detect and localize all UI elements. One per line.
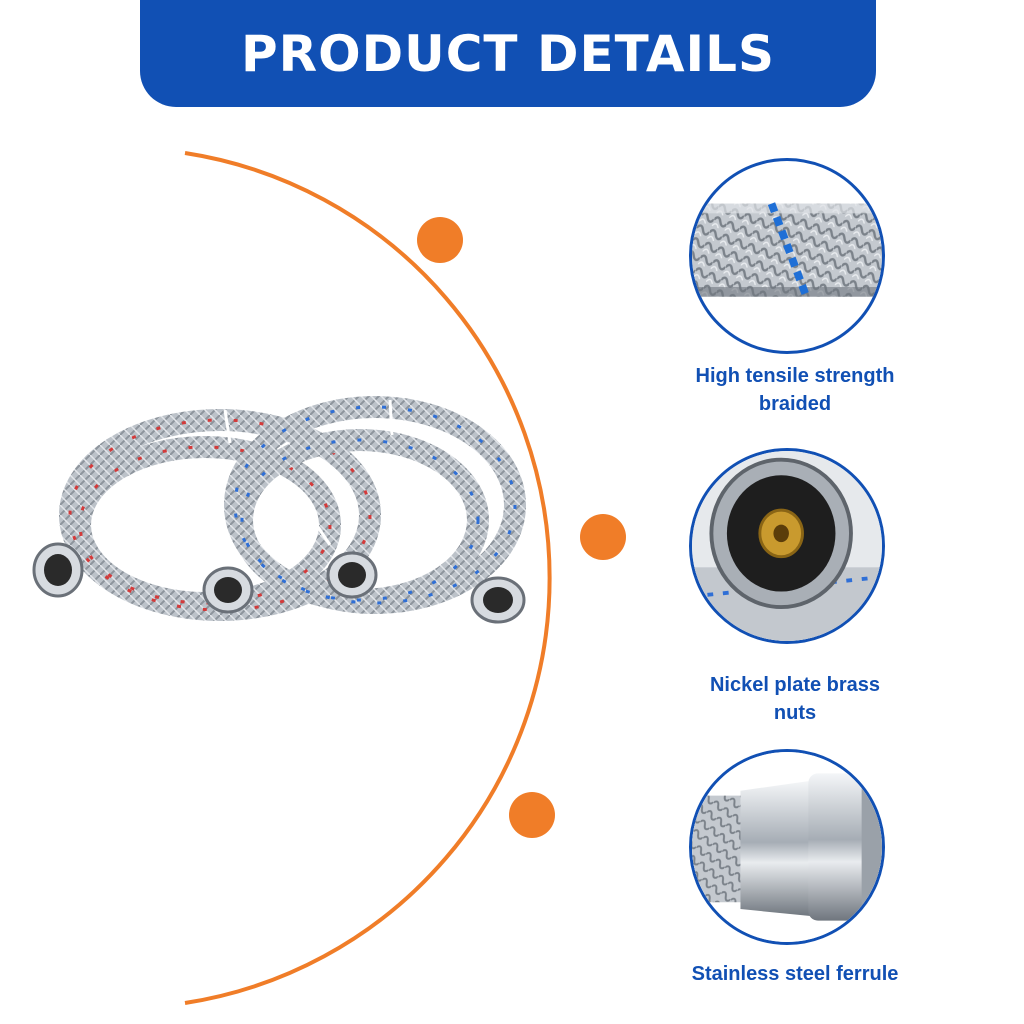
brass-nut-closeup-icon	[692, 451, 882, 641]
steel-ferrule-closeup-icon	[692, 752, 882, 942]
feature-caption-line1: Nickel plate brass	[709, 674, 881, 696]
feature-image-braid	[689, 158, 885, 354]
feature-caption-line1: Stainless steel ferrule	[691, 963, 899, 985]
feature-caption-braid: High tensile strength braided	[650, 362, 940, 418]
product-image	[30, 395, 550, 645]
feature-caption-line2: nuts	[773, 702, 817, 724]
feature-caption-line1: High tensile strength	[695, 365, 895, 387]
feature-caption-ferrule: Stainless steel ferrule	[650, 960, 940, 988]
feature-caption-nut: Nickel plate brass nuts	[650, 671, 940, 727]
orange-dot-bottom	[509, 792, 555, 838]
braided-hose-closeup-icon	[692, 202, 882, 299]
header-banner: PRODUCT DETAILS	[140, 0, 876, 107]
orange-dot-top	[417, 217, 463, 263]
feature-caption-line2: braided	[758, 393, 832, 415]
feature-image-ferrule	[689, 749, 885, 945]
page-title: PRODUCT DETAILS	[240, 24, 776, 83]
cable-ties	[223, 399, 394, 546]
hose-nuts	[32, 542, 526, 624]
braided-hoses-pair-icon	[32, 396, 526, 624]
orange-dot-middle	[580, 514, 626, 560]
blue-hose-coil	[224, 396, 526, 614]
feature-image-nut	[689, 448, 885, 644]
orange-arc	[184, 151, 552, 1005]
